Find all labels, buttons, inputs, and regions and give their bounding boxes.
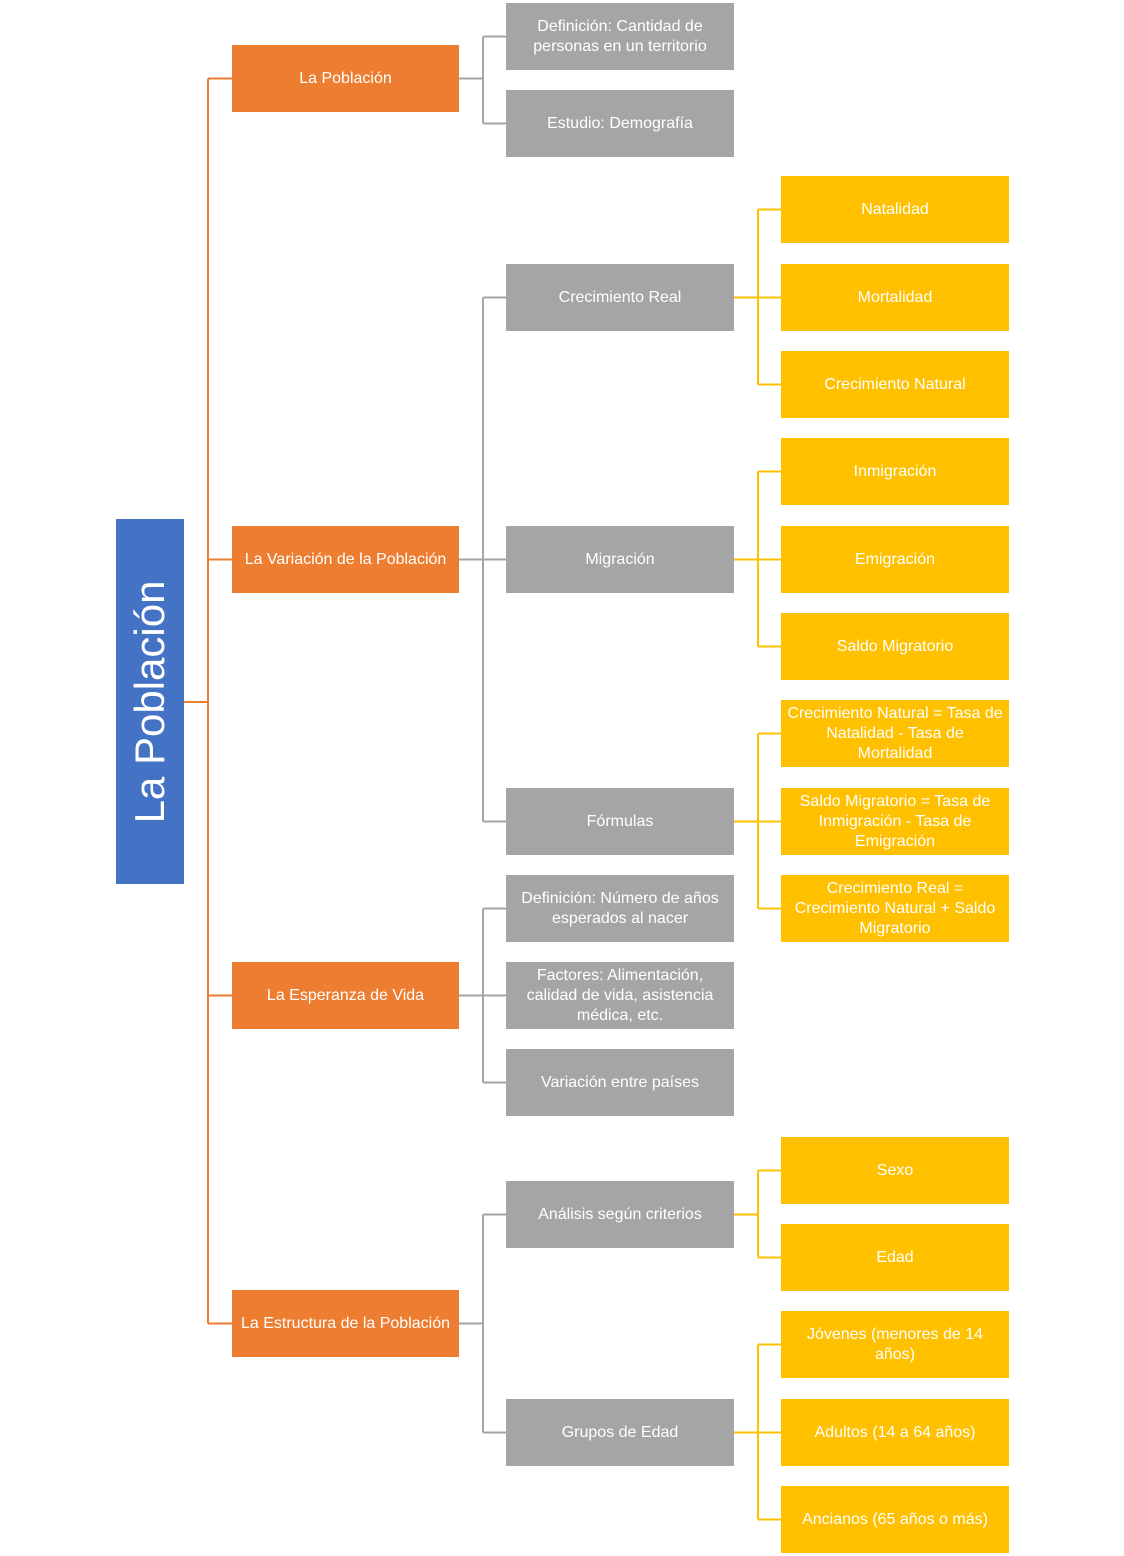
topic-la-estructura-de-la-poblacion: La Estructura de la Población	[232, 1290, 459, 1357]
topic-la-poblacion: La Población	[232, 45, 459, 112]
detail-adultos-14-a-64-anos: Adultos (14 a 64 años)	[781, 1399, 1009, 1466]
detail-natalidad: Natalidad	[781, 176, 1009, 243]
subtopic-factores-alimentacion-calidad-de-vida-as: Factores: Alimentación, calidad de vida,…	[506, 962, 734, 1029]
detail-crecimiento-real-crecimiento-natural-sal: Crecimiento Real = Crecimiento Natural +…	[781, 875, 1009, 942]
detail-emigracion: Emigración	[781, 526, 1009, 593]
subtopic-estudio-demografia: Estudio: Demografía	[506, 90, 734, 157]
detail-mortalidad: Mortalidad	[781, 264, 1009, 331]
detail-inmigracion: Inmigración	[781, 438, 1009, 505]
subtopic-formulas: Fórmulas	[506, 788, 734, 855]
detail-saldo-migratorio-tasa-de-inmigracion-tas: Saldo Migratorio = Tasa de Inmigración -…	[781, 788, 1009, 855]
subtopic-definicion-cantidad-de-personas-en-un-te: Definición: Cantidad de personas en un t…	[506, 3, 734, 70]
subtopic-definicion-numero-de-anos-esperados-al-n: Definición: Número de años esperados al …	[506, 875, 734, 942]
subtopic-variacion-entre-paises: Variación entre países	[506, 1049, 734, 1116]
topic-la-variacion-de-la-poblacion: La Variación de la Población	[232, 526, 459, 593]
subtopic-analisis-segun-criterios: Análisis según criterios	[506, 1181, 734, 1248]
subtopic-grupos-de-edad: Grupos de Edad	[506, 1399, 734, 1466]
detail-sexo: Sexo	[781, 1137, 1009, 1204]
detail-crecimiento-natural-tasa-de-natalidad-ta: Crecimiento Natural = Tasa de Natalidad …	[781, 700, 1009, 767]
detail-edad: Edad	[781, 1224, 1009, 1291]
detail-crecimiento-natural: Crecimiento Natural	[781, 351, 1009, 418]
detail-ancianos-65-anos-o-mas: Ancianos (65 años o más)	[781, 1486, 1009, 1553]
detail-saldo-migratorio: Saldo Migratorio	[781, 613, 1009, 680]
subtopic-crecimiento-real: Crecimiento Real	[506, 264, 734, 331]
subtopic-migracion: Migración	[506, 526, 734, 593]
topic-la-esperanza-de-vida: La Esperanza de Vida	[232, 962, 459, 1029]
root-node: La Población	[116, 519, 184, 884]
root-title: La Población	[126, 580, 173, 823]
detail-jovenes-menores-de-14-anos: Jóvenes (menores de 14 años)	[781, 1311, 1009, 1378]
